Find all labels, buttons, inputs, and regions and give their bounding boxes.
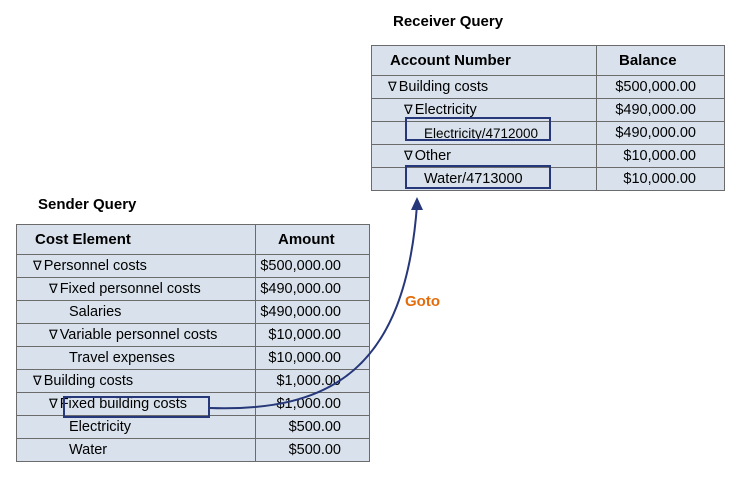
table-row[interactable]: ∇Building costs $1,000.00 bbox=[16, 369, 370, 393]
table-row[interactable]: Travel expenses $10,000.00 bbox=[16, 346, 370, 370]
row-label: Electricity/4712000 bbox=[371, 121, 597, 145]
table-row[interactable]: Electricity/4712000 $490,000.00 bbox=[371, 121, 725, 145]
row-text: Variable personnel costs bbox=[59, 327, 218, 343]
triangle-down-icon[interactable]: ∇ bbox=[33, 258, 42, 273]
table-row[interactable]: ∇Fixed personnel costs $490,000.00 bbox=[16, 277, 370, 301]
row-text: Water bbox=[69, 442, 108, 458]
row-label: ∇Other bbox=[371, 144, 597, 168]
triangle-down-icon[interactable]: ∇ bbox=[404, 102, 413, 117]
row-value: $490,000.00 bbox=[255, 277, 370, 301]
column-header-balance: Balance bbox=[596, 45, 725, 76]
row-text: Building costs bbox=[398, 79, 489, 95]
triangle-down-icon[interactable]: ∇ bbox=[49, 327, 58, 342]
sender-query-title: Sender Query bbox=[38, 196, 137, 213]
goto-label: Goto bbox=[405, 293, 440, 310]
row-value: $490,000.00 bbox=[255, 300, 370, 324]
row-value: $500.00 bbox=[255, 438, 370, 462]
triangle-down-icon[interactable]: ∇ bbox=[388, 79, 397, 94]
highlight-electricity-4712000 bbox=[405, 117, 551, 141]
table-row[interactable]: Electricity $500.00 bbox=[16, 415, 370, 439]
row-text: Travel expenses bbox=[69, 350, 175, 366]
highlight-water-4713000 bbox=[405, 165, 551, 189]
row-text: Other bbox=[414, 148, 451, 164]
row-label: ∇Fixed personnel costs bbox=[16, 277, 256, 301]
row-text: Water/4713000 bbox=[424, 171, 523, 187]
table-header-row: Account Number Balance bbox=[371, 45, 725, 76]
row-text: Electricity bbox=[414, 102, 477, 118]
goto-arrow-path bbox=[209, 204, 418, 410]
highlight-fixed-building-costs bbox=[63, 396, 210, 418]
row-label: Water bbox=[16, 438, 256, 462]
table-row[interactable]: Water $500.00 bbox=[16, 438, 370, 462]
table-row[interactable]: ∇Other $10,000.00 bbox=[371, 144, 725, 168]
row-value: $500,000.00 bbox=[596, 75, 725, 99]
triangle-down-icon[interactable]: ∇ bbox=[49, 281, 58, 296]
triangle-down-icon[interactable]: ∇ bbox=[49, 396, 58, 411]
row-text: Building costs bbox=[43, 373, 134, 389]
row-text: Personnel costs bbox=[43, 258, 147, 274]
row-value: $490,000.00 bbox=[596, 98, 725, 122]
arrow-head bbox=[411, 197, 423, 210]
row-value: $10,000.00 bbox=[596, 167, 725, 191]
table-header-row: Cost Element Amount bbox=[16, 224, 370, 255]
column-header-cost-element: Cost Element bbox=[16, 224, 256, 255]
triangle-down-icon[interactable]: ∇ bbox=[33, 373, 42, 388]
row-text: Fixed building costs bbox=[59, 396, 188, 412]
triangle-down-icon[interactable]: ∇ bbox=[404, 148, 413, 163]
row-text: Electricity bbox=[69, 419, 132, 435]
receiver-query-title: Receiver Query bbox=[393, 13, 504, 30]
row-label: ∇Building costs bbox=[16, 369, 256, 393]
row-text: Fixed personnel costs bbox=[59, 281, 201, 297]
row-label: Travel expenses bbox=[16, 346, 256, 370]
row-text: Salaries bbox=[69, 304, 122, 320]
row-text: Electricity/4712000 bbox=[424, 125, 539, 141]
sender-query-table: Cost Element Amount ∇Personnel costs $50… bbox=[16, 224, 370, 462]
